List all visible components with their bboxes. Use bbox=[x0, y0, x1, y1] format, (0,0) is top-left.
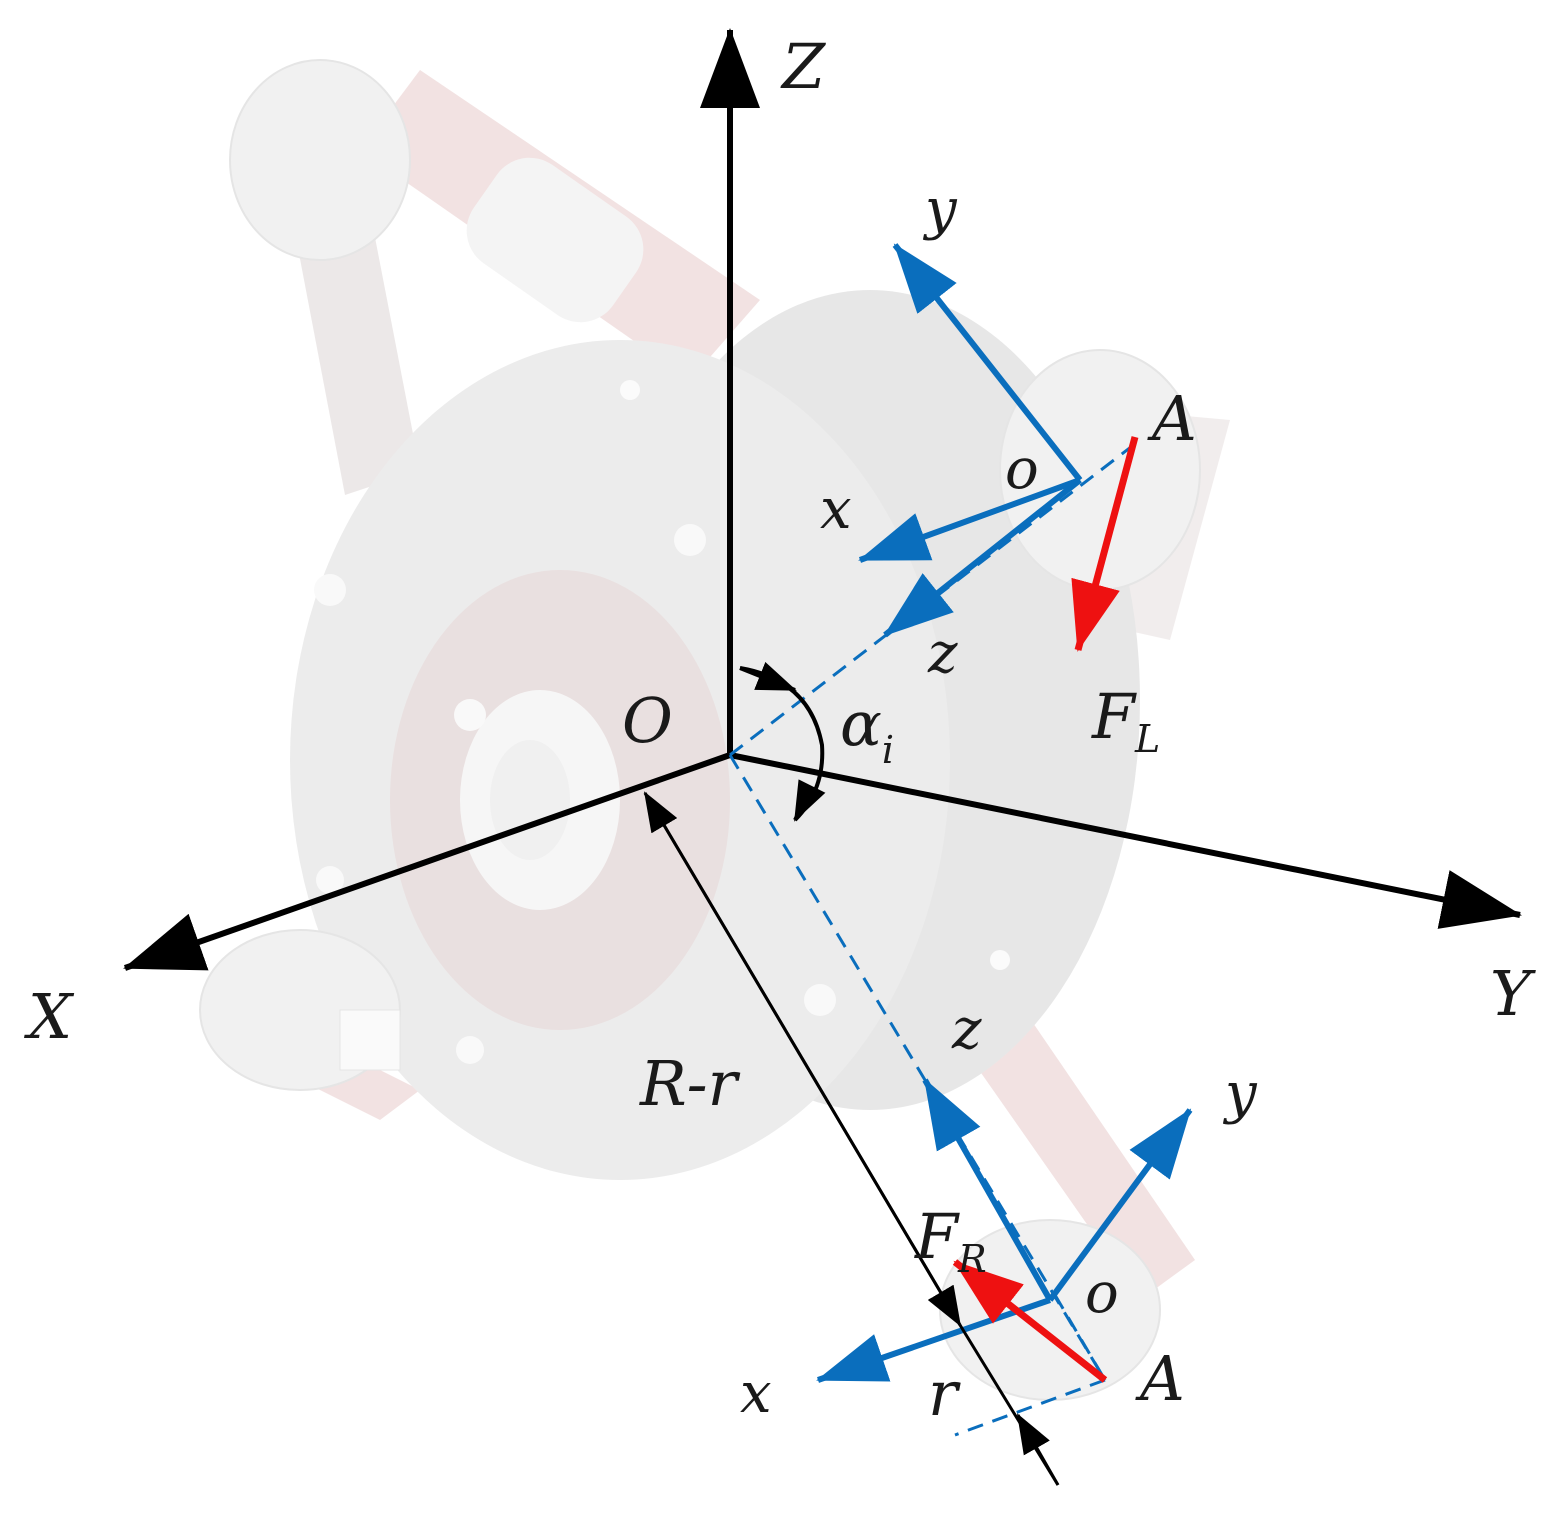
label-bottom-o: o bbox=[1085, 1261, 1119, 1326]
label-top-a: A bbox=[1147, 382, 1197, 455]
top-local-frame bbox=[858, 243, 1083, 638]
r-dimension-arrow bbox=[1016, 1413, 1060, 1486]
omni-wheel-mechanism-illustration bbox=[199, 59, 1230, 1401]
global-axes bbox=[123, 28, 1522, 971]
alpha-angle-arc bbox=[739, 661, 826, 822]
label-r: r bbox=[928, 1357, 961, 1430]
label-top-x: x bbox=[820, 477, 852, 542]
label-x-axis: X bbox=[24, 980, 75, 1053]
label-r-minus-r: R-r bbox=[639, 1047, 741, 1120]
top-x-axis bbox=[858, 477, 1082, 563]
label-bottom-a: A bbox=[1135, 1342, 1185, 1415]
label-origin: O bbox=[622, 684, 673, 757]
construction-lines bbox=[728, 438, 1141, 1437]
r-minus-r-dimension-end bbox=[643, 792, 962, 1327]
label-top-o: o bbox=[1005, 437, 1039, 502]
label-y-axis: Y bbox=[1490, 957, 1536, 1030]
label-z-axis: Z bbox=[780, 30, 826, 103]
label-bottom-y: y bbox=[1222, 1061, 1258, 1126]
top-y-axis bbox=[892, 243, 1083, 482]
force-fr-arrow bbox=[952, 1259, 1108, 1383]
bottom-y-axis bbox=[1047, 1108, 1193, 1302]
label-top-z: z bbox=[927, 621, 958, 686]
label-fr: FR bbox=[914, 1200, 987, 1281]
label-bottom-x: x bbox=[740, 1361, 772, 1426]
force-fl-arrow bbox=[1071, 436, 1139, 652]
y-axis bbox=[729, 752, 1522, 929]
bottom-z-axis bbox=[922, 1078, 1053, 1302]
label-bottom-z: z bbox=[951, 997, 982, 1062]
top-z-axis bbox=[883, 477, 1082, 638]
label-fl: FL bbox=[1091, 680, 1160, 761]
label-top-y: y bbox=[922, 177, 958, 242]
x-axis bbox=[123, 752, 731, 971]
label-alpha: αi bbox=[840, 687, 894, 772]
